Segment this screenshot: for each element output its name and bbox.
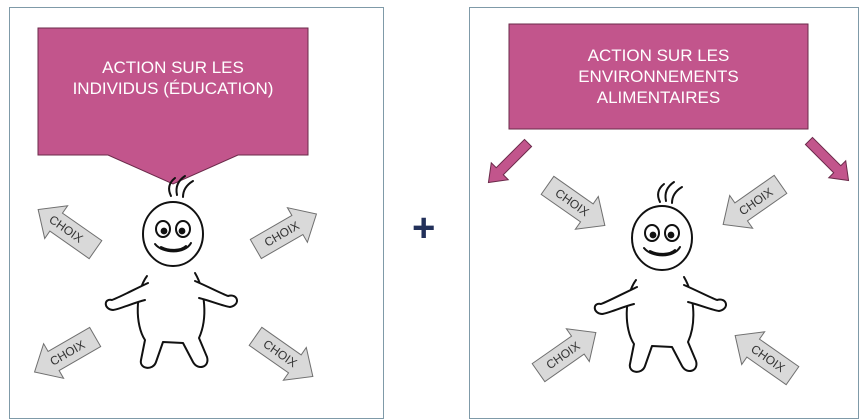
choice-arrow-right-bottom: CHOIX (248, 326, 314, 381)
diagram-art: CHOIX CHOIX CHOIX CHOIX CHOIX CHOIX CHOI… (33, 23, 850, 386)
choice-arrow-in-right-top: CHOIX (722, 174, 788, 229)
education-label-area: ACTION SUR LES INDIVIDUS (ÉDUCATION) (38, 42, 308, 114)
environment-label-line3: ALIMENTAIRES (596, 88, 721, 107)
education-arrow (37, 27, 309, 185)
education-label-line1: ACTION SUR LES (102, 58, 244, 77)
environment-arrow-right (804, 136, 850, 182)
environment-label-area: ACTION SUR LES ENVIRONNEMENTS ALIMENTAIR… (509, 24, 808, 129)
choice-arrow-in-left-top: CHOIX (540, 175, 606, 230)
education-label-line2: INDIVIDUS (ÉDUCATION) (72, 79, 274, 98)
plus-sign: + (412, 206, 436, 250)
person-figure-right (593, 181, 727, 373)
environment-arrow-left (487, 138, 533, 184)
choice-arrow-left-bottom: CHOIX (33, 326, 102, 380)
choice-arrow-in-left-bottom: CHOIX (531, 328, 597, 383)
choice-arrow-in-right-bottom: CHOIX (734, 331, 800, 386)
environment-box (508, 23, 809, 130)
environment-label-line2: ENVIRONNEMENTS (578, 67, 739, 86)
choice-arrow-right-top: CHOIX (249, 206, 318, 260)
choice-arrow-left-top: CHOIX (37, 205, 103, 260)
person-figure-left (104, 175, 238, 369)
environment-label-line1: ACTION SUR LES (587, 46, 730, 65)
